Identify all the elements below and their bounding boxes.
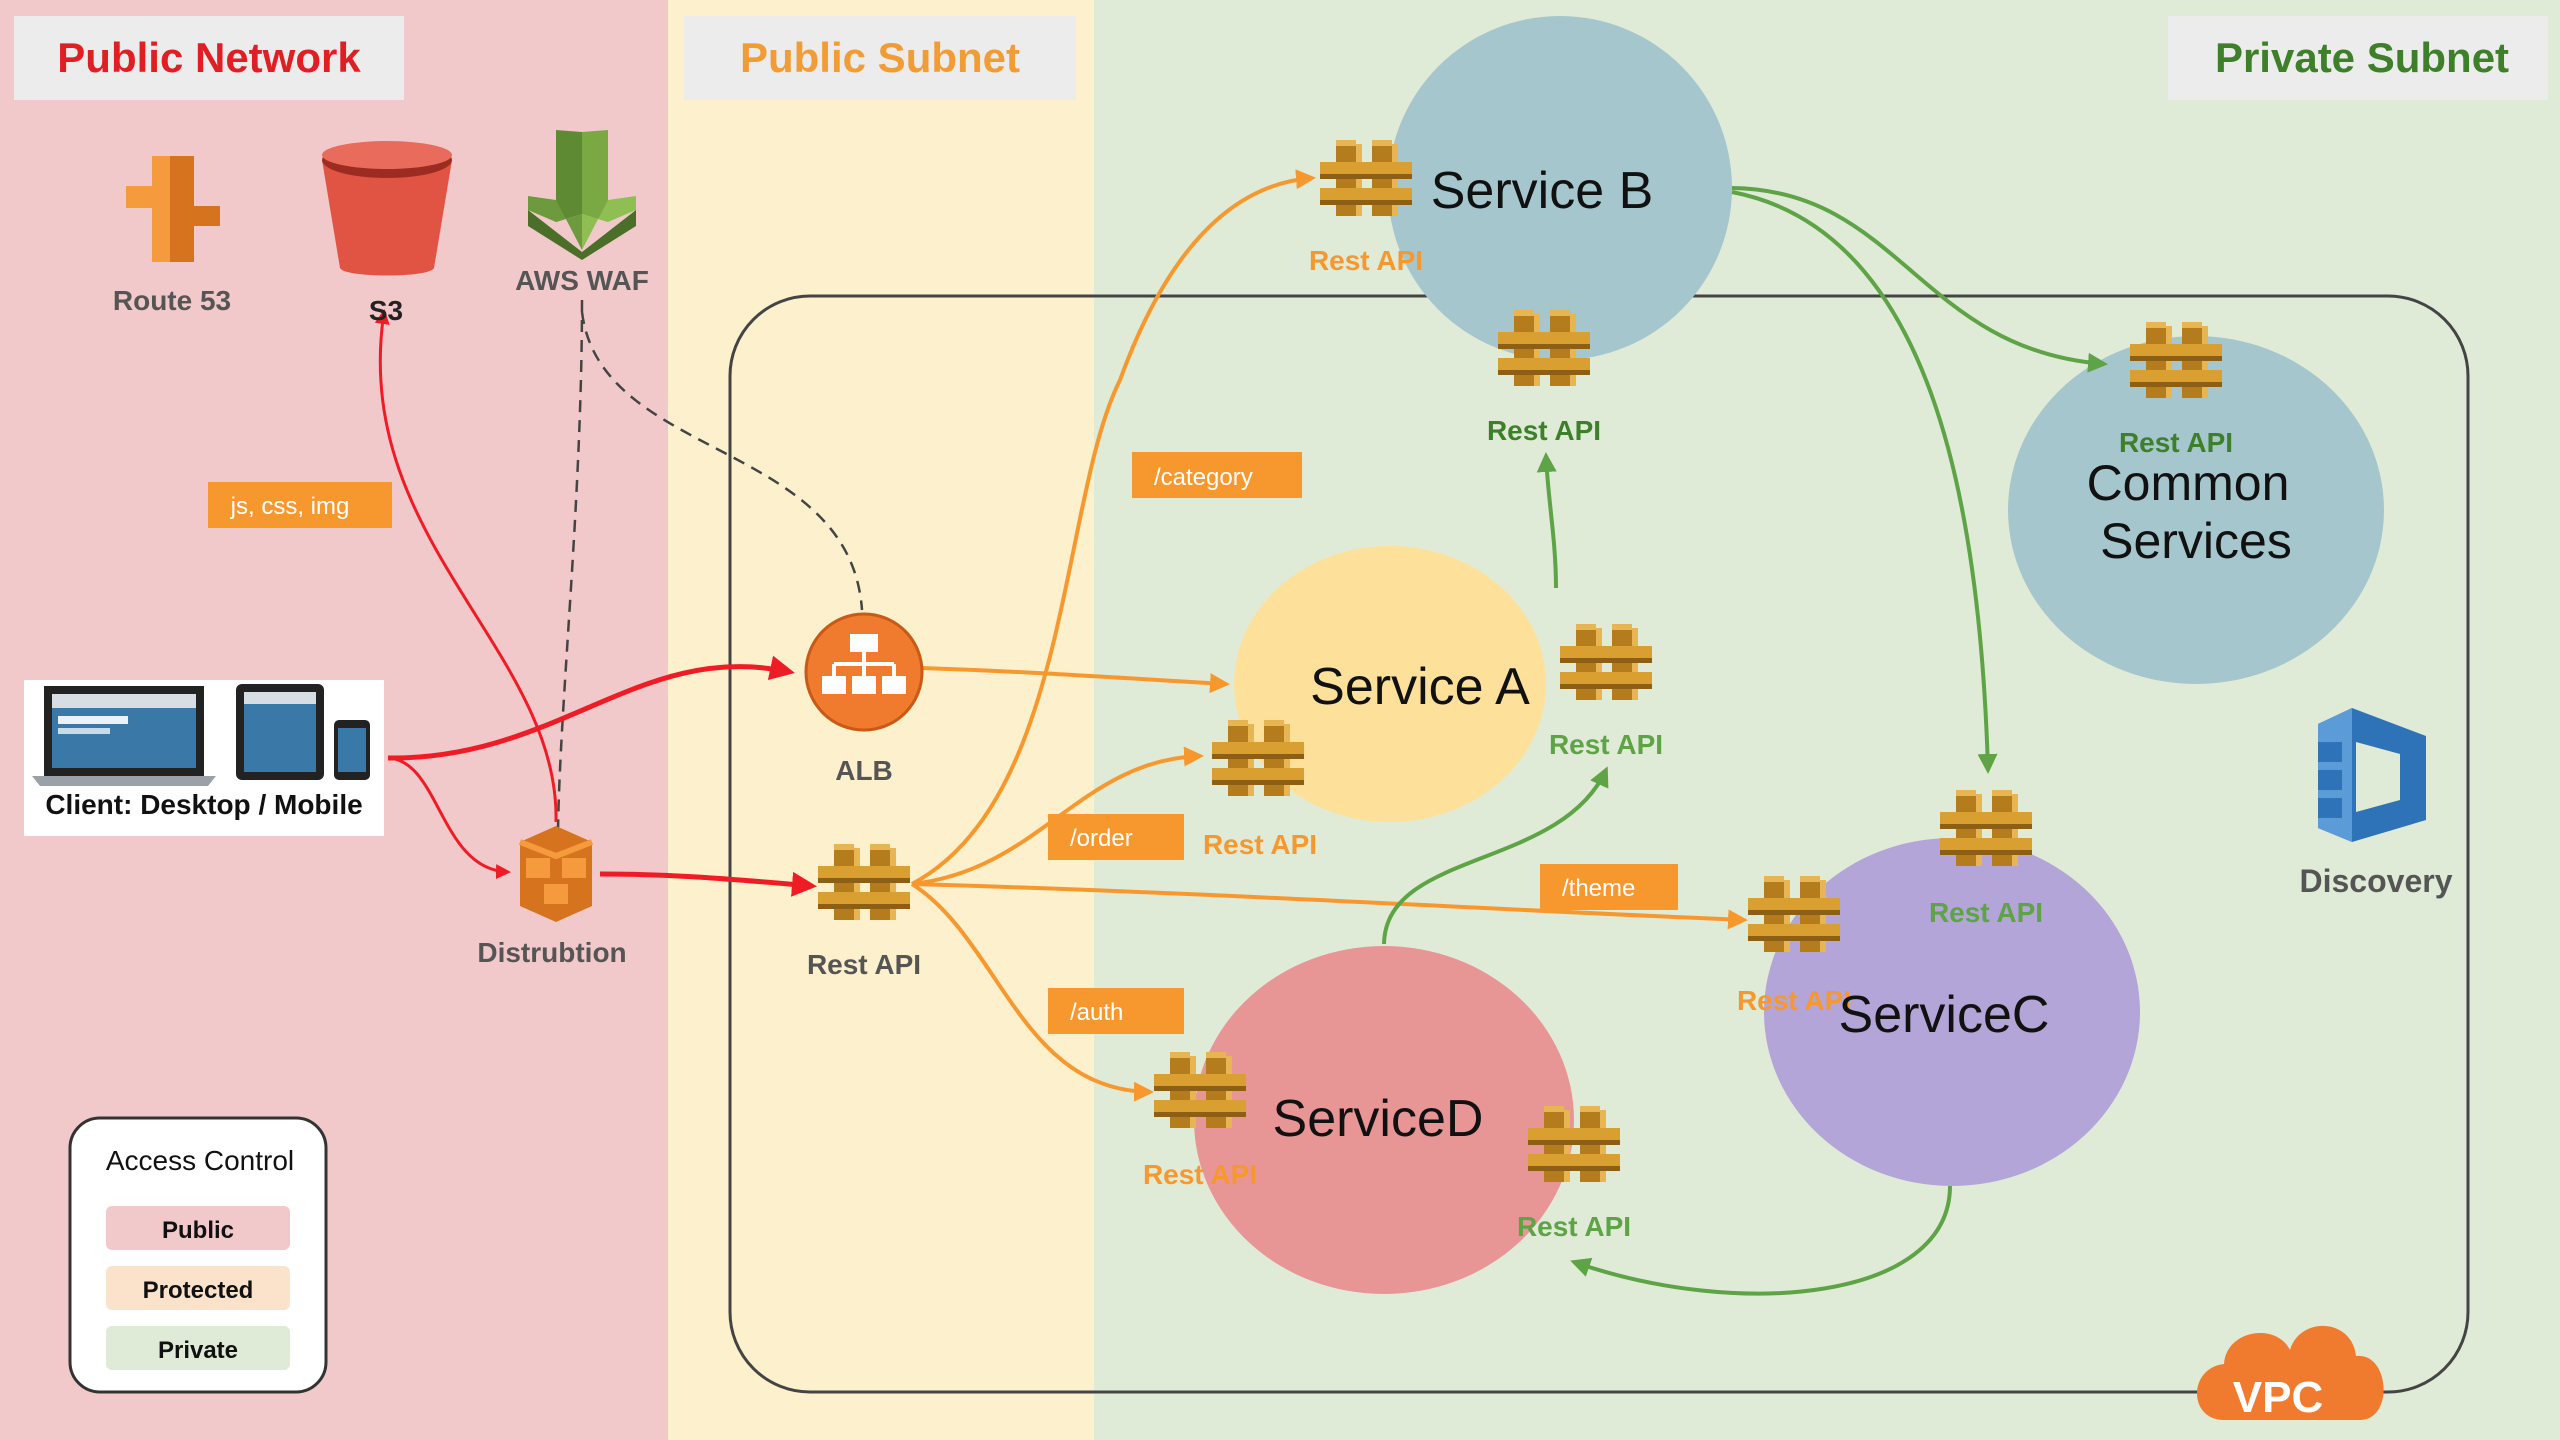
waf-label: AWS WAF [515, 265, 649, 296]
service-a-outbound-api-label: Rest API [1549, 729, 1663, 760]
waf-to-distribution-line [556, 299, 584, 831]
cloudfront-icon [518, 826, 594, 922]
access-control-title: Access Control [106, 1145, 294, 1176]
assets-tag [208, 482, 392, 528]
legend-protected-label: Protected [143, 1277, 254, 1304]
service-d-outbound-api-label: Rest API [1517, 1211, 1631, 1242]
order-tag [1048, 814, 1184, 860]
private-subnet-title-box [2168, 16, 2548, 100]
client-devices [24, 680, 384, 836]
service-c-to-service-d-arrow [1570, 1185, 1952, 1296]
legend-public-swatch [106, 1206, 290, 1250]
auth-route-arrow [910, 882, 1154, 1102]
service-c-circle [1764, 838, 2140, 1186]
category-tag-label: /category [1154, 464, 1253, 491]
vpc-label: VPC [2233, 1373, 2323, 1422]
service-b-label: Service B [1431, 162, 1654, 220]
service-d-circle [1194, 946, 1574, 1294]
s3-bucket-icon [322, 141, 452, 276]
service-d-to-service-a-arrow [1382, 766, 1609, 945]
public-network-title-box [14, 16, 404, 100]
service-d-label: ServiceD [1273, 1090, 1484, 1148]
common-services-circle [2008, 336, 2384, 684]
client-to-alb-arrow [387, 655, 795, 761]
gateway-api-label: Rest API [807, 949, 921, 980]
category-tag [1132, 452, 1302, 498]
legend-private-swatch [106, 1326, 290, 1370]
service-b-to-common-arrow [1731, 186, 2108, 373]
private-subnet-title: Private Subnet [2215, 34, 2509, 81]
order-tag-label: /order [1070, 825, 1133, 852]
service-a-label: Service A [1310, 658, 1530, 716]
service-b-inbound-api-label: Rest API [1309, 245, 1423, 276]
public-network-title: Public Network [57, 34, 361, 81]
theme-route-arrow [911, 882, 1748, 930]
legend-protected-swatch [106, 1266, 290, 1310]
legend-private-label: Private [158, 1337, 238, 1364]
distribution-to-restapi-arrow [599, 871, 817, 897]
theme-tag [1540, 864, 1678, 910]
service-c-label: ServiceC [1839, 986, 2050, 1044]
distribution-label: Distrubtion [477, 937, 626, 968]
discovery-label: Discovery [2300, 863, 2453, 899]
public-subnet-title: Public Subnet [740, 34, 1020, 81]
service-b-outbound-api-label: Rest API [1487, 415, 1601, 446]
client-to-distribution-arrow [387, 756, 511, 880]
service-c-inbound-green-api-label: Rest API [1929, 897, 2043, 928]
service-a-circle [1234, 546, 1546, 822]
s3-label: S3 [369, 295, 403, 326]
auth-tag [1048, 988, 1184, 1034]
category-route-arrow [911, 169, 1316, 886]
service-b-circle [1388, 16, 1732, 360]
alb-to-service-a-arrow [921, 666, 1230, 694]
discovery-icon [2318, 708, 2426, 842]
client-label: Client: Desktop / Mobile [45, 789, 362, 820]
alb-label: ALB [835, 755, 893, 786]
auth-tag-label: /auth [1070, 999, 1123, 1026]
theme-tag-label: /theme [1562, 875, 1635, 902]
service-b-to-service-c-arrow [1731, 190, 1998, 774]
legend-public-label: Public [162, 1217, 234, 1244]
service-a-inbound-api-label: Rest API [1203, 829, 1317, 860]
public-subnet-title-box [684, 16, 1076, 100]
waf-icon [528, 130, 636, 260]
common-services-label-line1: Common [2087, 455, 2290, 511]
route53-icon [126, 156, 220, 262]
service-a-to-service-b-arrow [1536, 452, 1558, 589]
service-d-inbound-api-label: Rest API [1143, 1159, 1257, 1190]
distribution-to-s3-arrow [374, 309, 558, 823]
access-control-legend [68, 1116, 328, 1394]
assets-tag-label: js, css, img [230, 493, 350, 520]
common-services-label-line2: Services [2100, 513, 2292, 569]
common-services-api-label: Rest API [2119, 427, 2233, 458]
vpc-cloud-icon [2197, 1325, 2384, 1420]
alb-icon [804, 612, 924, 732]
waf-to-alb-line [580, 311, 864, 611]
service-c-inbound-orange-api-label: Rest API [1737, 985, 1851, 1016]
route53-label: Route 53 [113, 285, 231, 316]
